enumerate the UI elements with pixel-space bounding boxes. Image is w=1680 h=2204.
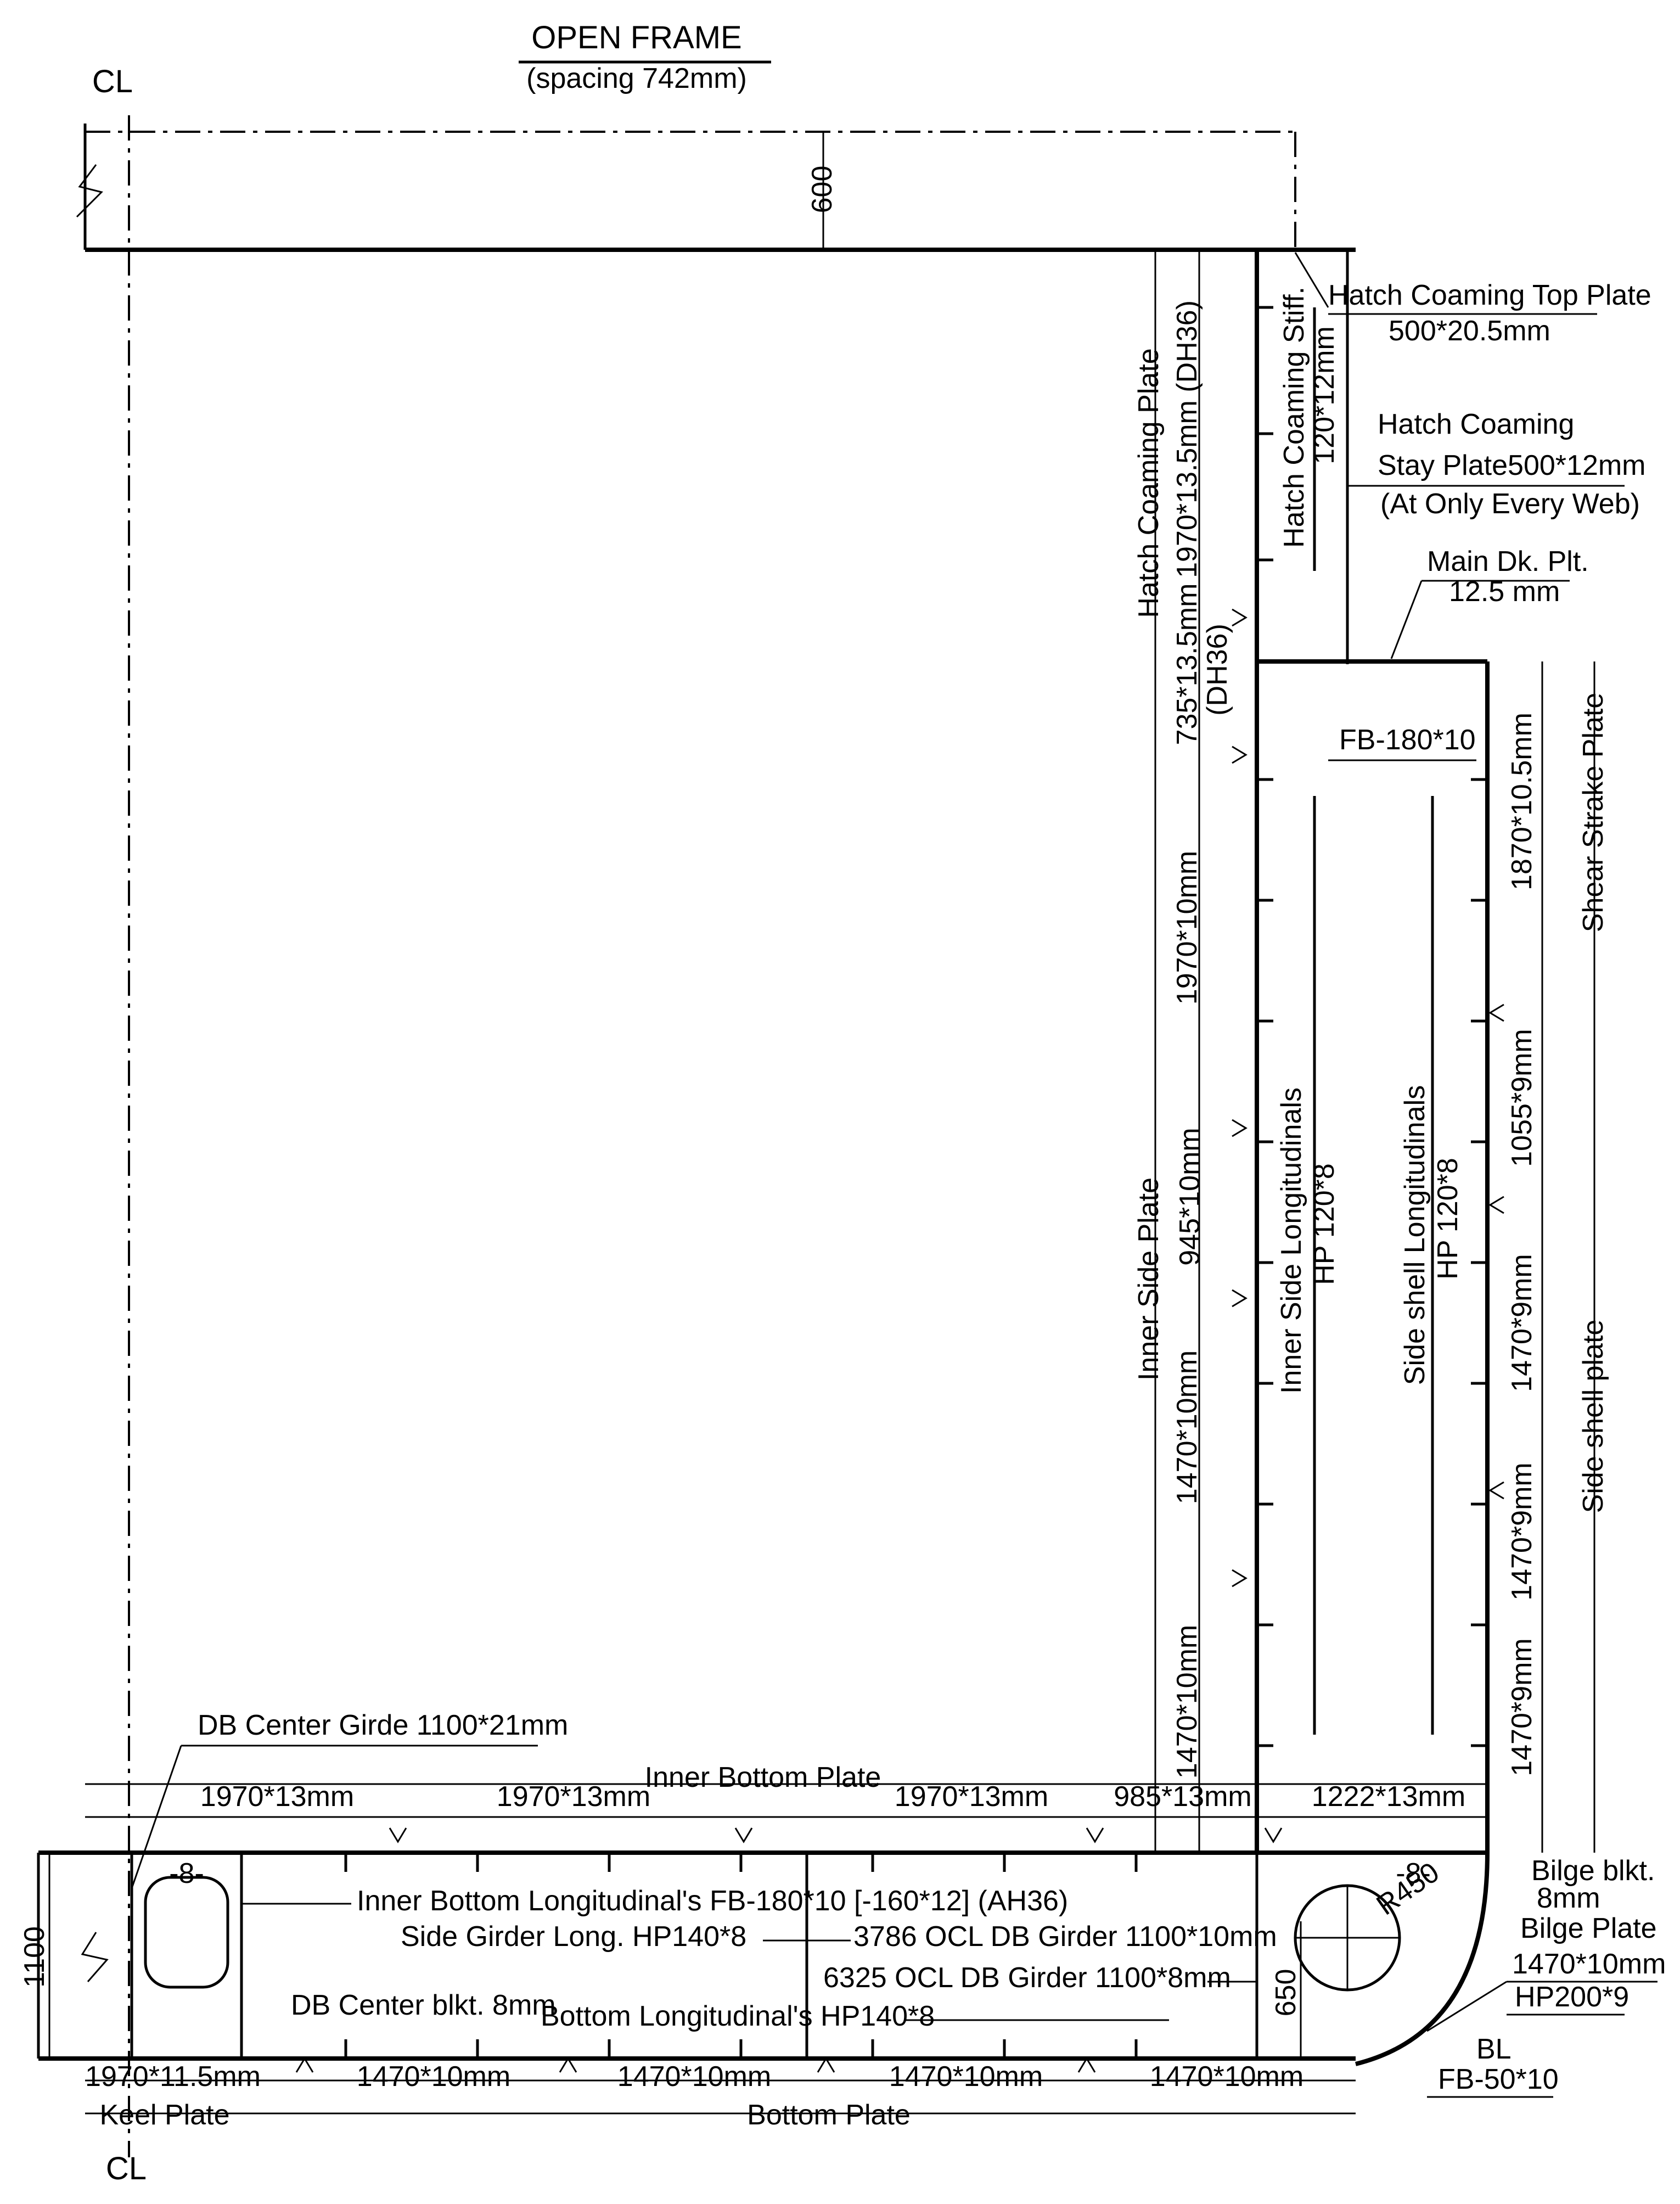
ib-dim-3: 1970*13mm xyxy=(895,1781,1048,1813)
bt-dim-4: 1470*10mm xyxy=(889,2061,1043,2093)
inner-bottom-plate-label: Inner Bottom Plate xyxy=(645,1762,881,1793)
ib-dim-2: 1970*13mm xyxy=(497,1781,650,1813)
inner-side-dim-2: 945*10mm xyxy=(1174,1128,1206,1265)
bottom-long-ticks xyxy=(344,2039,1138,2059)
hatch-top-plate-size: 500*20.5mm xyxy=(1389,315,1550,347)
db-center-girder-label: DB Center Girde 1100*21mm xyxy=(198,1709,568,1741)
bilge-plate-label: Bilge Plate xyxy=(1520,1913,1657,1944)
centerline-symbol-bottom: CL xyxy=(106,2151,147,2186)
ib-dim-5: 1222*13mm xyxy=(1312,1781,1465,1813)
fb-bottom-label: FB-50*10 xyxy=(1438,2063,1559,2095)
dimension-arrows xyxy=(295,608,1504,2073)
side-shell-dim-4: 1470*9mm xyxy=(1506,1638,1538,1776)
fb-deck-label: FB-180*10 xyxy=(1339,724,1476,756)
subtitle: (spacing 742mm) xyxy=(526,63,747,94)
shear-strake-label: Shear Strake Plate xyxy=(1577,693,1609,932)
hopper-height-dim: 650 xyxy=(1270,1969,1302,2017)
bilge-bkt-size: 8mm xyxy=(1537,1882,1600,1914)
inner-side-ticks xyxy=(1257,306,1273,1747)
side-shell-dim-2: 1470*9mm xyxy=(1506,1254,1538,1392)
shear-strake-dim: 1870*10.5mm xyxy=(1506,713,1538,890)
bracket-left-label: -8- xyxy=(169,1858,204,1889)
hatch-top-plate-leader xyxy=(1294,252,1329,308)
bt-dim-2: 1470*10mm xyxy=(357,2061,510,2093)
ib-dim-4: 985*13mm xyxy=(1114,1781,1251,1813)
baseline-label: BL xyxy=(1476,2033,1512,2065)
bilge-leader xyxy=(1426,1981,1507,2032)
main-deck-leader xyxy=(1390,580,1423,659)
bilge-long-label: HP200*9 xyxy=(1515,1981,1629,2013)
side-shell-dim-3: 1470*9mm xyxy=(1506,1462,1538,1600)
bt-dim-5: 1470*10mm xyxy=(1150,2061,1303,2093)
keel-plate-label: Keel Plate xyxy=(99,2099,229,2131)
upper-inner-side-dim: 735*13.5mm xyxy=(1171,584,1203,745)
inner-side-plate-label: Inner Side Plate xyxy=(1133,1177,1165,1381)
dim-600: 600 xyxy=(806,166,838,214)
side-shell-long-size: HP 120*8 xyxy=(1432,1158,1464,1280)
stay-plate-line2: Stay Plate500*12mm xyxy=(1378,450,1646,481)
bt-dim-1: 1970*11.5mm xyxy=(85,2061,261,2093)
stay-plate-line1: Hatch Coaming xyxy=(1378,408,1574,440)
bracket-right-label: -8- xyxy=(1396,1858,1431,1889)
hatch-coaming-stiff-label: Hatch Coaming Stiff. xyxy=(1278,287,1310,548)
upper-inner-side-grade: (DH36) xyxy=(1201,624,1233,716)
inner-side-long-size: HP 120*8 xyxy=(1308,1163,1340,1285)
bilge-bkt-label: Bilge blkt. xyxy=(1531,1855,1655,1887)
bottom-long-label: Bottom Longitudinal's HP140*8 xyxy=(541,2000,935,2032)
hatch-coaming-plate-dim: 1970*13.5mm (DH36) xyxy=(1171,300,1203,578)
bottom-plate-label: Bottom Plate xyxy=(747,2099,911,2131)
hatch-top-plate-label: Hatch Coaming Top Plate xyxy=(1328,279,1651,311)
db-center-bkt-label: DB Center blkt. 8mm xyxy=(291,1989,556,2021)
side-shell-ticks xyxy=(1471,778,1487,1747)
inner-side-dim-4: 1470*10mm xyxy=(1171,1625,1203,1779)
girder-3786-label: 3786 OCL DB Girder 1100*10mm xyxy=(853,1921,1277,1953)
bilge-plate-size: 1470*10mm xyxy=(1512,1948,1666,1980)
bilge-plate-curve xyxy=(1355,1852,1490,2066)
ib-dim-1: 1970*13mm xyxy=(200,1781,354,1813)
break-symbol-db xyxy=(81,1932,109,1982)
stay-plate-line3: (At Only Every Web) xyxy=(1380,488,1640,520)
inner-bottom-long-label: Inner Bottom Longitudinal's FB-180*10 [-… xyxy=(357,1885,1068,1917)
side-shell-dim-1: 1055*9mm xyxy=(1506,1029,1538,1167)
break-symbol-top xyxy=(76,164,103,218)
bt-dim-3: 1470*10mm xyxy=(617,2061,771,2093)
main-deck-size: 12.5 mm xyxy=(1449,576,1560,608)
centerline-symbol-top: CL xyxy=(92,64,133,99)
inner-side-dim-3: 1470*10mm xyxy=(1171,1350,1203,1504)
side-shell-plate-label: Side shell plate xyxy=(1577,1320,1609,1513)
inner-side-dim-1: 1970*10mm xyxy=(1171,851,1203,1005)
girder-6325-label: 6325 OCL DB Girder 1100*8mm xyxy=(823,1962,1231,1994)
inner-side-long-label: Inner Side Longitudinals xyxy=(1276,1087,1307,1394)
title: OPEN FRAME xyxy=(531,20,742,55)
side-shell-long-label: Side shell Longitudinals xyxy=(1399,1085,1431,1385)
inner-bottom-long-ticks xyxy=(344,1853,1138,1872)
lightening-hole-left xyxy=(144,1876,229,1989)
db-height-dim: 1100 xyxy=(19,1926,50,1988)
main-deck-label: Main Dk. Plt. xyxy=(1427,546,1589,577)
db-center-girder-leader xyxy=(131,1745,182,1889)
side-girder-long-label: Side Girder Long. HP140*8 xyxy=(401,1921,746,1953)
hatch-coaming-plate-label: Hatch Coaming Plate xyxy=(1133,348,1165,618)
